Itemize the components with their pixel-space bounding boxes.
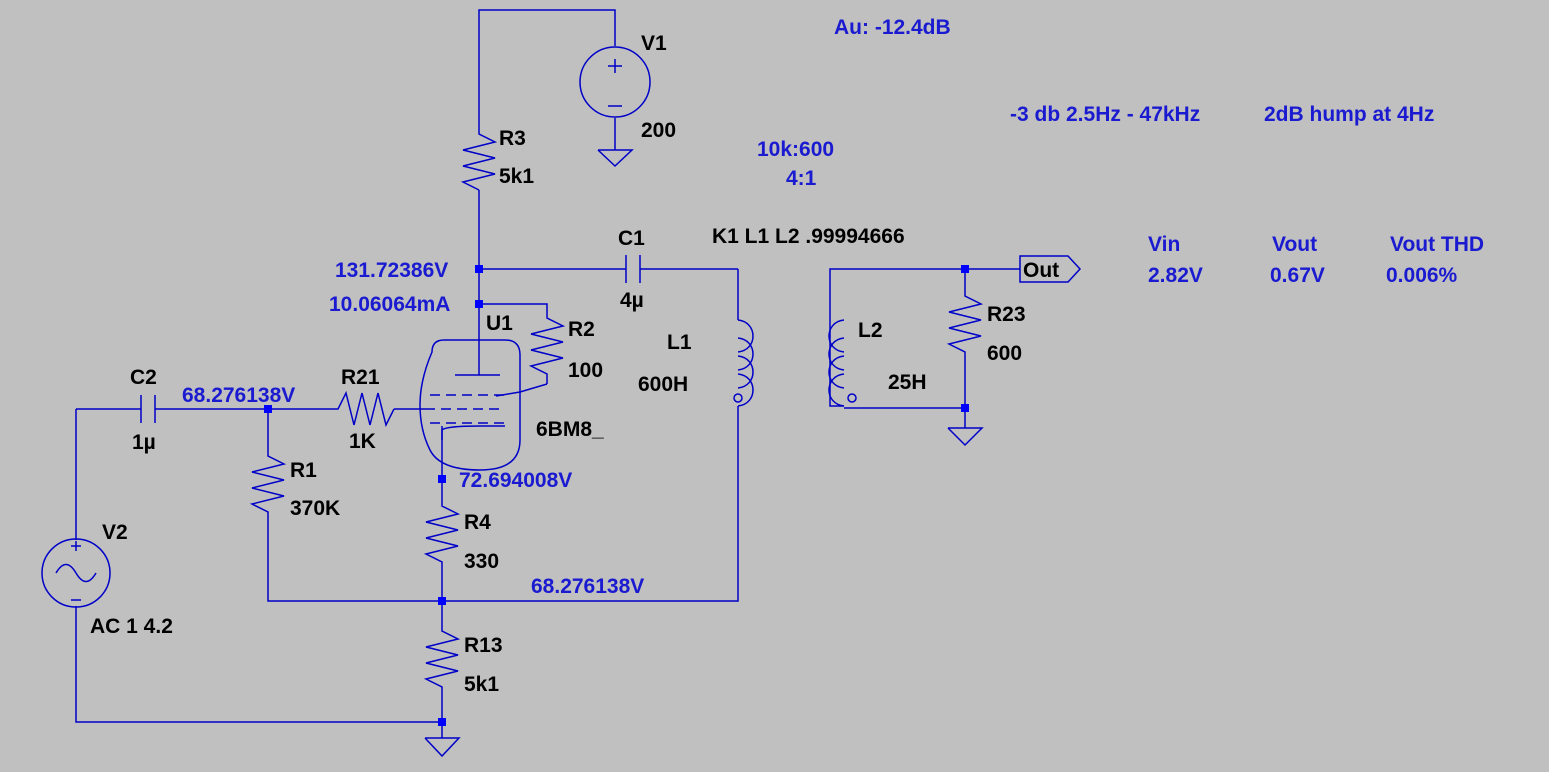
grid-voltage-label: 68.276138V bbox=[182, 384, 295, 407]
gain-annotation: Au: -12.4dB bbox=[834, 16, 951, 39]
ground-icon bbox=[597, 149, 634, 168]
vin-header: Vin bbox=[1148, 233, 1180, 256]
r1-value: 370K bbox=[290, 497, 340, 520]
c1-value: 4µ bbox=[620, 289, 644, 312]
u1-value: 6BM8_ bbox=[536, 418, 604, 441]
thd-header: Vout THD bbox=[1390, 233, 1484, 256]
hump-annotation: 2dB hump at 4Hz bbox=[1264, 103, 1434, 126]
cathode-voltage-label: 72.694008V bbox=[459, 469, 572, 492]
resistor-r4[interactable] bbox=[423, 500, 461, 572]
l2-value: 25H bbox=[888, 371, 927, 394]
capacitor-c2[interactable] bbox=[140, 395, 156, 423]
inductor-l2[interactable] bbox=[828, 319, 857, 407]
r1-name: R1 bbox=[290, 459, 317, 482]
v1-name: V1 bbox=[641, 32, 667, 55]
ground-icon bbox=[424, 737, 461, 758]
tube-u1[interactable] bbox=[419, 339, 521, 471]
r13-name: R13 bbox=[464, 634, 503, 657]
r2-value: 100 bbox=[568, 359, 603, 382]
r4-value: 330 bbox=[464, 550, 499, 573]
voltage-source-v2[interactable] bbox=[41, 538, 111, 608]
r2-name: R2 bbox=[568, 318, 595, 341]
plate-current-label: 10.06064mA bbox=[329, 293, 450, 316]
capacitor-c1[interactable] bbox=[625, 255, 641, 283]
plate-voltage-label: 131.72386V bbox=[335, 259, 448, 282]
resistor-r13[interactable] bbox=[423, 625, 461, 697]
junction-dots bbox=[264, 265, 969, 726]
vout-header: Vout bbox=[1272, 233, 1317, 256]
r3-value: 5k1 bbox=[499, 165, 534, 188]
l1-name: L1 bbox=[667, 331, 692, 354]
c1-name: C1 bbox=[618, 227, 645, 250]
output-port-label: Out bbox=[1023, 259, 1059, 282]
l1-value: 600H bbox=[638, 373, 688, 396]
bottom-voltage-label: 68.276138V bbox=[531, 575, 644, 598]
thd-value: 0.006% bbox=[1386, 264, 1458, 287]
resistor-r3[interactable] bbox=[460, 126, 498, 191]
v2-name: V2 bbox=[102, 521, 128, 544]
coupling-directive: K1 L1 L2 .99994666 bbox=[712, 225, 905, 248]
ground-icon bbox=[947, 427, 984, 447]
vin-value: 2.82V bbox=[1148, 264, 1203, 287]
bandwidth-annotation: -3 db 2.5Hz - 47kHz bbox=[1010, 103, 1200, 126]
r21-value: 1K bbox=[349, 430, 376, 453]
r21-name: R21 bbox=[341, 366, 380, 389]
resistor-r21[interactable] bbox=[330, 390, 395, 428]
output-port[interactable]: Out bbox=[1019, 255, 1082, 283]
resistor-r1[interactable] bbox=[249, 450, 287, 517]
voltage-source-v1[interactable] bbox=[579, 46, 651, 118]
v1-value: 200 bbox=[641, 119, 676, 142]
r3-name: R3 bbox=[499, 127, 526, 150]
wires bbox=[75, 9, 1020, 738]
ratio2-annotation: 4:1 bbox=[786, 167, 817, 190]
vout-value: 0.67V bbox=[1270, 264, 1325, 287]
ratio-annotation: 10k:600 bbox=[757, 138, 834, 161]
r23-value: 600 bbox=[987, 342, 1022, 365]
l2-name: L2 bbox=[858, 319, 883, 342]
r23-name: R23 bbox=[987, 303, 1026, 326]
c2-name: C2 bbox=[130, 366, 157, 389]
v2-value: AC 1 4.2 bbox=[90, 615, 173, 638]
resistor-r23[interactable] bbox=[946, 290, 984, 362]
c2-value: 1µ bbox=[132, 431, 156, 454]
inductor-l1[interactable] bbox=[733, 319, 754, 407]
r4-name: R4 bbox=[464, 511, 491, 534]
resistor-r2[interactable] bbox=[528, 312, 566, 380]
u1-name: U1 bbox=[486, 312, 513, 335]
r13-value: 5k1 bbox=[464, 673, 499, 696]
